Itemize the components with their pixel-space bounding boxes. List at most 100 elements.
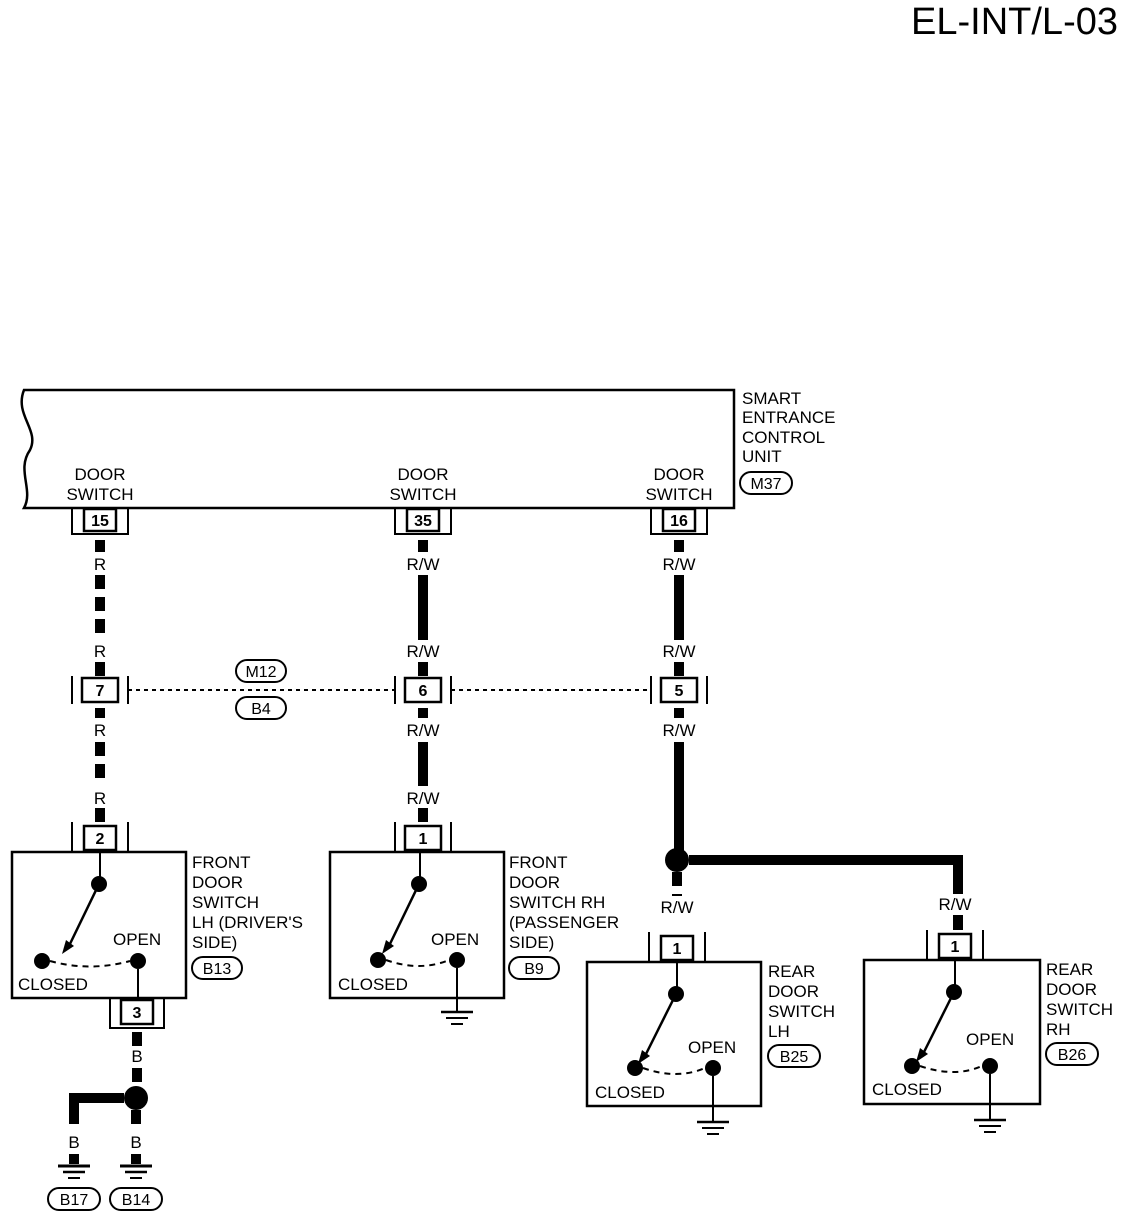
rear-rh-pin-top: 1 xyxy=(951,939,960,956)
unit-pins: 15 35 16 xyxy=(71,507,708,535)
rear-lh-box xyxy=(585,960,763,1108)
rear-lh-pin-box xyxy=(659,934,695,962)
front-lh-bracket xyxy=(71,822,129,852)
wire-rear-rh-branch xyxy=(689,855,963,894)
front-rh-pin-top: 1 xyxy=(419,831,428,848)
junction-bracket-7 xyxy=(71,676,129,704)
wire-label-rear-1: R/W xyxy=(662,555,695,574)
wire-label-lh-2: R xyxy=(94,642,106,661)
rear-rh-open-terminal xyxy=(982,1058,998,1074)
front-lh-open-terminal xyxy=(130,953,146,969)
rear-lh-open-terminal xyxy=(705,1060,721,1076)
rear-lh-closed-terminal xyxy=(627,1060,643,1076)
wire-label-lh-1: R xyxy=(94,555,106,574)
junction-bottom-code: B4 xyxy=(251,701,271,718)
rear-lh-ground-symbol xyxy=(697,1120,729,1135)
front-rh-contact-arm xyxy=(386,883,421,949)
splice-rear xyxy=(665,848,689,872)
ground-wire-label-b14: B xyxy=(130,1133,141,1152)
rear-lh-name-line-3: SWITCH xyxy=(768,1002,835,1021)
rear-rh-open-label: OPEN xyxy=(966,1030,1014,1049)
terminal-1-label-line-2: SWITCH xyxy=(66,485,133,504)
junction-box-7 xyxy=(80,676,120,704)
ground-code-b14: B14 xyxy=(122,1192,151,1209)
rear-door-switch-rh: 1 OPEN CLOSED REAR DOOR SWITCH RH B26 xyxy=(862,915,1113,1133)
rear-rh-pin-box xyxy=(937,932,973,960)
junction-top-code: M12 xyxy=(245,664,276,681)
pin-box-15 xyxy=(82,507,118,533)
rear-lh-closed-label: CLOSED xyxy=(595,1083,665,1102)
wire-label-rear-lh: R/W xyxy=(660,898,693,917)
ground-splice xyxy=(124,1086,148,1110)
front-rh-dashed-link xyxy=(385,959,450,967)
rear-rh-box xyxy=(862,958,1042,1106)
wire-label-rear-2: R/W xyxy=(662,642,695,661)
ground-badge-b17 xyxy=(47,1187,101,1211)
ground-symbol-b14 xyxy=(120,1164,152,1179)
front-lh-arrow xyxy=(62,940,74,954)
rear-door-switch-lh: 1 OPEN CLOSED REAR DOOR SWITCH LH B25 xyxy=(585,932,835,1135)
wire-label-rh-3: R/W xyxy=(406,721,439,740)
rear-rh-ground-symbol xyxy=(974,1118,1006,1133)
junction-pin-5: 5 xyxy=(675,683,684,700)
front-rh-pin-box xyxy=(403,824,443,852)
front-rh-name-line-1: FRONT xyxy=(509,853,568,872)
control-unit-connector-code: M37 xyxy=(750,476,781,493)
junction-box-6 xyxy=(403,676,443,704)
rear-rh-name-line-3: SWITCH xyxy=(1046,1000,1113,1019)
front-lh-bottom-bracket xyxy=(109,998,165,1029)
rear-rh-arrow xyxy=(916,1048,928,1062)
wire-label-rh-1: R/W xyxy=(406,555,439,574)
rear-rh-name-line-1: REAR xyxy=(1046,960,1093,979)
front-rh-open-terminal xyxy=(449,952,465,968)
rear-lh-contact-arm xyxy=(642,993,678,1059)
junction-bottom-badge xyxy=(235,696,287,720)
front-rh-ground-symbol xyxy=(441,1010,473,1025)
front-rh-open-label: OPEN xyxy=(431,930,479,949)
rear-rh-contact-arm xyxy=(920,991,956,1057)
front-lh-name-line-4: LH (DRIVER'S xyxy=(192,913,303,932)
ground-symbol-b17 xyxy=(58,1164,90,1179)
front-rh-connector-code: B9 xyxy=(524,961,544,978)
front-rh-name-line-2: DOOR xyxy=(509,873,560,892)
front-rh-name-line-3: SWITCH RH xyxy=(509,893,605,912)
wire-label-lh-3: R xyxy=(94,721,106,740)
rear-lh-dashed-link xyxy=(642,1067,706,1075)
rear-lh-arrow xyxy=(638,1050,650,1064)
terminal-2-label-line-2: SWITCH xyxy=(389,485,456,504)
front-rh-name-line-4: (PASSENGER xyxy=(509,913,619,932)
front-lh-closed-label: CLOSED xyxy=(18,975,88,994)
front-rh-bracket xyxy=(394,822,452,852)
rear-lh-name-line-4: LH xyxy=(768,1022,790,1041)
pin-16: 16 xyxy=(670,513,688,530)
terminal-3-label-line-1: DOOR xyxy=(654,465,705,484)
junction-pin-6: 6 xyxy=(419,683,428,700)
front-lh-name-line-5: SIDE) xyxy=(192,933,237,952)
rear-rh-closed-terminal xyxy=(904,1058,920,1074)
pin-bracket-15 xyxy=(71,508,129,535)
control-unit-box xyxy=(20,388,736,510)
front-rh-closed-label: CLOSED xyxy=(338,975,408,994)
junction-bracket-5 xyxy=(650,676,708,704)
rear-rh-name-line-2: DOOR xyxy=(1046,980,1097,999)
front-lh-closed-terminal xyxy=(34,953,50,969)
front-door-switch-lh: 2 OPEN CLOSED FRONT DOOR SWITCH LH (DRIV… xyxy=(10,822,303,1029)
rear-lh-open-label: OPEN xyxy=(688,1038,736,1057)
rear-lh-pin-top: 1 xyxy=(673,941,682,958)
lower-wires: R R R/W R/W R/W R/W R/W xyxy=(94,708,972,917)
front-rh-arrow xyxy=(382,940,394,954)
lh-ground-wiring: B B B B17 B14 xyxy=(47,1032,163,1211)
rear-rh-closed-label: CLOSED xyxy=(872,1080,942,1099)
ground-branch-b17 xyxy=(69,1093,124,1124)
wire-label-rear-rh: R/W xyxy=(938,895,971,914)
front-lh-name-line-3: SWITCH xyxy=(192,893,259,912)
front-door-switch-rh: 1 OPEN CLOSED FRONT DOOR SWITCH RH (PASS… xyxy=(328,822,619,1025)
front-rh-closed-terminal xyxy=(370,952,386,968)
pin-35: 35 xyxy=(414,513,432,530)
rear-lh-name-line-1: REAR xyxy=(768,962,815,981)
front-rh-name-line-5: SIDE) xyxy=(509,933,554,952)
ground-wire-label-b17: B xyxy=(68,1133,79,1152)
pin-bracket-16 xyxy=(650,508,708,535)
front-lh-connector-code: B13 xyxy=(203,961,232,978)
